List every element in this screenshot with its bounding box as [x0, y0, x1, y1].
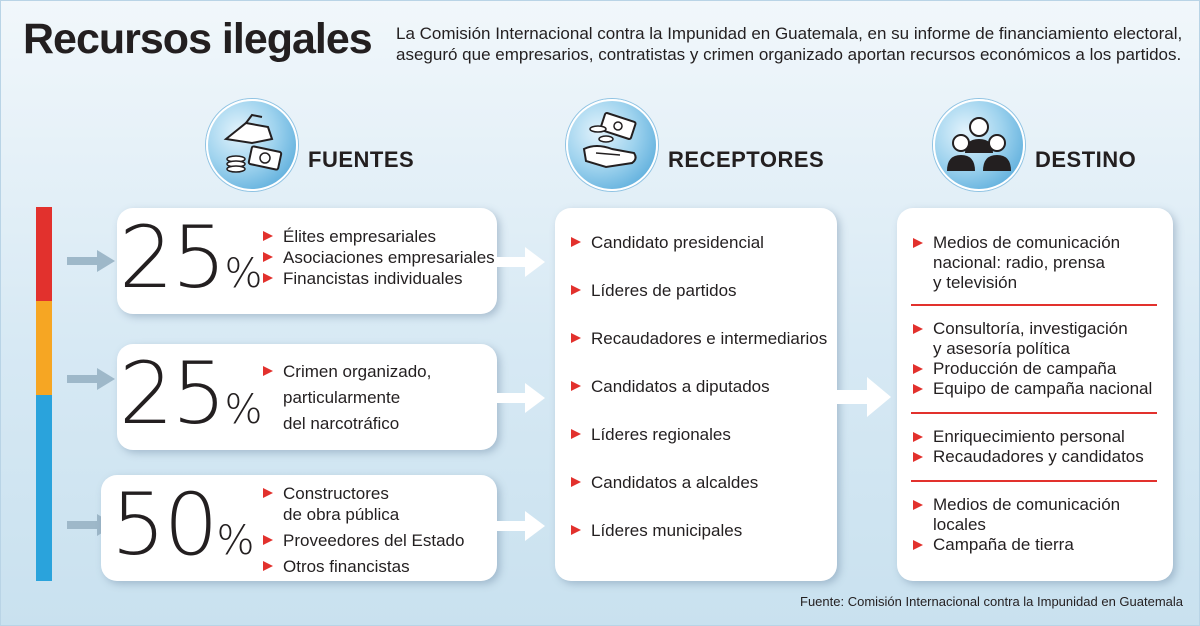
hand-money-icon: [206, 99, 298, 191]
bullet-triangle-icon: [571, 477, 581, 487]
list-item: Proveedores del Estado: [263, 530, 464, 551]
list-item: Otros financistas: [263, 556, 464, 577]
list-item: nacional: radio, prensa: [933, 253, 1106, 272]
destino-group-4: Medios de comunicación locales Campaña d…: [913, 495, 1120, 555]
bullet-triangle-icon: [913, 452, 923, 462]
list-item: Candidato presidencial: [571, 232, 827, 280]
receptores-label: RECEPTORES: [668, 147, 825, 172]
list-item: Líderes municipales: [571, 520, 827, 568]
arrow-right-icon: [67, 250, 115, 272]
source-card-3: 50% Constructores de obra pública Provee…: [101, 475, 497, 581]
bullet-triangle-icon: [571, 237, 581, 247]
destino-label: DESTINO: [1035, 147, 1137, 172]
intro-text: La Comisión Internacional contra la Impu…: [396, 24, 1183, 64]
list-item: del narcotráfico: [283, 414, 400, 433]
bullet-triangle-icon: [571, 525, 581, 535]
list-item: Enriquecimiento personal: [913, 427, 1144, 447]
header-destino: DESTINO: [933, 99, 1136, 191]
destino-group-2: Consultoría, investigación y asesoría po…: [913, 319, 1152, 399]
arrow-right-icon: [497, 511, 545, 541]
list-item: y asesoría política: [933, 339, 1071, 358]
list-item: Crimen organizado,: [263, 361, 431, 382]
source-list: Constructores de obra pública Proveedore…: [263, 483, 464, 577]
list-item: Élites empresariales: [263, 226, 495, 247]
list-item: de obra pública: [283, 505, 400, 524]
bullet-triangle-icon: [913, 364, 923, 374]
bullet-triangle-icon: [263, 252, 273, 262]
list-item: Producción de campaña: [913, 359, 1152, 379]
bullet-triangle-icon: [263, 366, 273, 376]
bullet-triangle-icon: [263, 561, 273, 571]
arrow-right-icon: [837, 377, 891, 417]
percent-value: 25%: [119, 344, 263, 444]
destino-card: [897, 208, 1173, 581]
source-card-2: 25% Crimen organizado, particularmente d…: [117, 344, 497, 450]
source-card-1: 25% Élites empresariales Asociaciones em…: [117, 208, 497, 314]
bullet-triangle-icon: [913, 238, 923, 248]
receiving-hands-icon: [566, 99, 658, 191]
list-item: Candidatos a alcaldes: [571, 472, 827, 520]
list-item: Campaña de tierra: [913, 535, 1120, 555]
list-item: Líderes de partidos: [571, 280, 827, 328]
list-item: locales: [933, 515, 986, 534]
bullet-triangle-icon: [913, 384, 923, 394]
list-item: Asociaciones empresariales: [263, 247, 495, 268]
bullet-triangle-icon: [263, 488, 273, 498]
bullet-triangle-icon: [913, 540, 923, 550]
destino-group-1: Medios de comunicación nacional: radio, …: [913, 233, 1120, 293]
header-fuentes: FUENTES: [206, 99, 414, 191]
list-item: Constructores: [263, 483, 464, 504]
divider: [911, 304, 1157, 306]
bullet-triangle-icon: [571, 429, 581, 439]
source-list: Crimen organizado, particularmente del n…: [263, 361, 431, 434]
list-item: Candidatos a diputados: [571, 376, 827, 424]
percent-value: 50%: [111, 475, 255, 575]
list-item: Líderes regionales: [571, 424, 827, 472]
list-item: Consultoría, investigación: [913, 319, 1152, 339]
list-item: y televisión: [933, 273, 1018, 292]
arrow-right-icon: [67, 368, 115, 390]
bullet-triangle-icon: [263, 273, 273, 283]
source-credit: Fuente: Comisión Internacional contra la…: [800, 594, 1183, 609]
bullet-triangle-icon: [571, 333, 581, 343]
receptores-card: Candidato presidencial Líderes de partid…: [555, 208, 837, 581]
bullet-triangle-icon: [571, 381, 581, 391]
arrow-right-icon: [497, 383, 545, 413]
divider: [911, 480, 1157, 482]
bullet-triangle-icon: [913, 432, 923, 442]
receptores-list: Candidato presidencial Líderes de partid…: [571, 232, 827, 568]
bullet-triangle-icon: [913, 324, 923, 334]
list-item: Medios de comunicación: [913, 233, 1120, 253]
people-group-icon: [933, 99, 1025, 191]
percent-value: 25%: [119, 208, 263, 308]
bullet-triangle-icon: [913, 500, 923, 510]
fuentes-label: FUENTES: [308, 147, 415, 172]
list-item: Financistas individuales: [263, 268, 495, 289]
list-item: Recaudadores e intermediarios: [571, 328, 827, 376]
bullet-triangle-icon: [571, 285, 581, 295]
header-receptores: RECEPTORES: [566, 99, 824, 191]
destino-group-3: Enriquecimiento personal Recaudadores y …: [913, 427, 1144, 467]
share-bar-blue: [36, 395, 52, 581]
list-item: Recaudadores y candidatos: [913, 447, 1144, 467]
share-bar-orange: [36, 301, 52, 395]
list-item: Equipo de campaña nacional: [913, 379, 1152, 399]
share-bar-red: [36, 207, 52, 301]
bullet-triangle-icon: [263, 535, 273, 545]
source-list: Élites empresariales Asociaciones empres…: [263, 226, 495, 289]
page-title: Recursos ilegales: [23, 15, 373, 63]
arrow-right-icon: [497, 247, 545, 277]
bullet-triangle-icon: [263, 231, 273, 241]
list-item: Medios de comunicación: [913, 495, 1120, 515]
list-item: particularmente: [283, 388, 401, 407]
divider: [911, 412, 1157, 414]
